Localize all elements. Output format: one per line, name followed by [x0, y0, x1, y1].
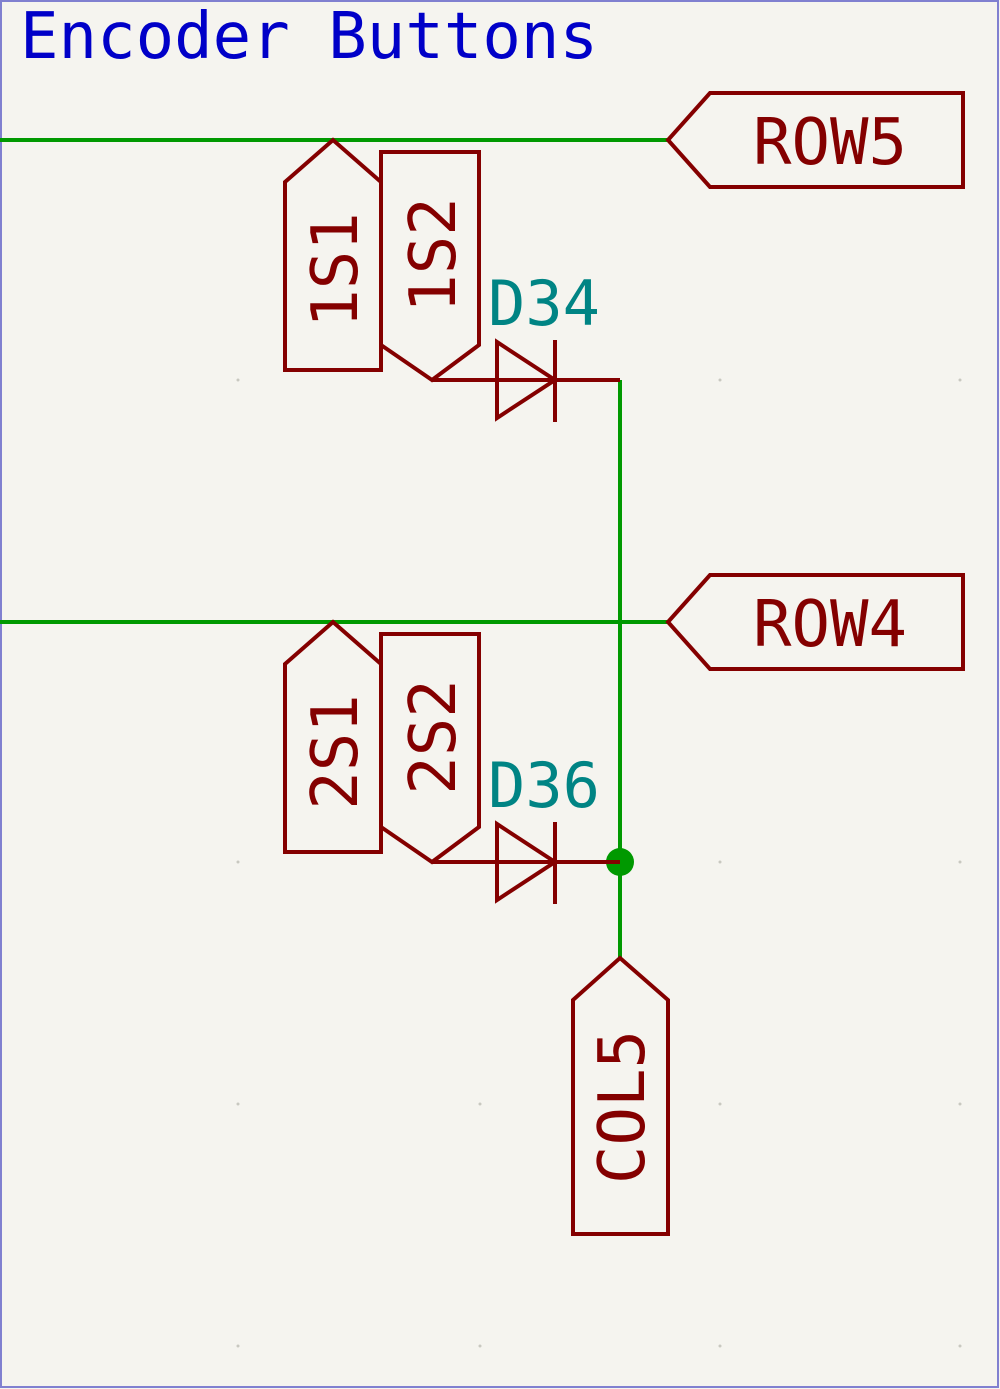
global-label-row4[interactable]: ROW4 — [665, 573, 965, 671]
diode-d36-ref: D36 — [488, 749, 600, 822]
label-2s2-text: 2S2 — [397, 679, 471, 795]
diode-d34-ref: D34 — [488, 267, 600, 340]
grid-dots — [236, 378, 962, 1348]
sheet-title: Encoder Buttons — [20, 0, 598, 74]
diode-d36[interactable]: D36 — [432, 749, 620, 904]
global-label-row5[interactable]: ROW5 — [665, 91, 965, 189]
label-col5-text: COL5 — [586, 1030, 660, 1184]
label-row4-text: ROW4 — [753, 588, 907, 662]
switch-1-labels[interactable]: 1S1 1S2 — [283, 137, 481, 383]
global-label-col5[interactable]: COL5 — [571, 955, 670, 1236]
label-2s1-text: 2S1 — [299, 694, 373, 810]
label-row5-text: ROW5 — [753, 106, 907, 180]
label-1s1-text: 1S1 — [299, 212, 373, 328]
switch-2-labels[interactable]: 2S1 2S2 — [283, 619, 481, 865]
diode-d34[interactable]: D34 — [432, 267, 620, 422]
label-1s2-text: 1S2 — [397, 197, 471, 313]
